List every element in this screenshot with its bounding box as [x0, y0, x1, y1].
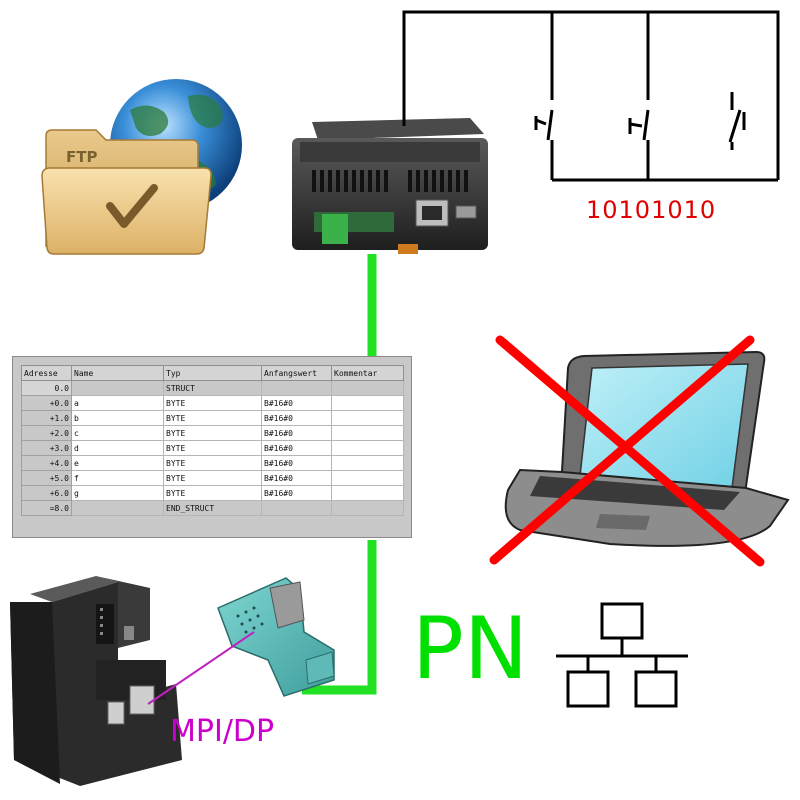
cell-initial-value: B#16#0	[261, 485, 332, 501]
column-header-comment: Kommentar	[331, 365, 404, 381]
cell-initial-value: B#16#0	[261, 440, 332, 456]
cell-comment	[331, 410, 404, 426]
cell-comment	[331, 395, 404, 411]
cell-comment	[331, 500, 404, 516]
cell-address: +6.0	[21, 485, 72, 501]
cell-type: BYTE	[163, 455, 262, 471]
cell-initial-value: B#16#0	[261, 455, 332, 471]
cell-initial-value: B#16#0	[261, 425, 332, 441]
table-row: =8.0 END_STRUCT	[21, 500, 404, 516]
cell-name	[71, 500, 164, 516]
cell-name	[71, 380, 164, 396]
table-row: +0.0 a BYTE B#16#0	[21, 395, 404, 411]
binary-value-label: 10101010	[586, 196, 717, 224]
cell-address: =8.0	[21, 500, 72, 516]
ftp-label: FTP	[66, 148, 97, 166]
cell-name: b	[71, 410, 164, 426]
profibus-connector-icon	[147, 577, 335, 705]
table-row: +2.0 c BYTE B#16#0	[21, 425, 404, 441]
cell-comment	[331, 380, 404, 396]
table-row: +5.0 f BYTE B#16#0	[21, 470, 404, 486]
cell-comment	[331, 440, 404, 456]
data-block-table: Adresse Name Typ Anfangswert Kommentar 0…	[21, 365, 404, 516]
cell-address: +4.0	[21, 455, 72, 471]
cell-type: BYTE	[163, 425, 262, 441]
cell-type: END_STRUCT	[163, 500, 262, 516]
crossed-out-laptop-icon	[489, 335, 790, 567]
cell-type: BYTE	[163, 410, 262, 426]
cell-comment	[331, 485, 404, 501]
cell-name: g	[71, 485, 164, 501]
cell-initial-value: B#16#0	[261, 410, 332, 426]
column-header-type: Typ	[163, 365, 262, 381]
cell-address: +1.0	[21, 410, 72, 426]
cell-type: BYTE	[163, 395, 262, 411]
cell-initial-value: B#16#0	[261, 395, 332, 411]
table-row: +4.0 e BYTE B#16#0	[21, 455, 404, 471]
network-topology-icon	[556, 602, 688, 708]
cell-address: 0.0	[21, 380, 72, 396]
cell-type: BYTE	[163, 485, 262, 501]
table-row: 0.0 STRUCT	[21, 380, 404, 396]
cell-type: BYTE	[163, 470, 262, 486]
cell-address: +0.0	[21, 395, 72, 411]
switch-contacts-icon	[402, 10, 780, 182]
ftp-folder-globe-icon: FTP	[41, 79, 242, 255]
plc-cpu-icon	[10, 576, 182, 786]
cell-name: a	[71, 395, 164, 411]
cell-address: +5.0	[21, 470, 72, 486]
column-header-name: Name	[71, 365, 164, 381]
table-row: +1.0 b BYTE B#16#0	[21, 410, 404, 426]
cell-name: e	[71, 455, 164, 471]
cell-initial-value	[261, 380, 332, 396]
cell-type: BYTE	[163, 440, 262, 456]
cell-address: +3.0	[21, 440, 72, 456]
cell-initial-value: B#16#0	[261, 470, 332, 486]
cell-address: +2.0	[21, 425, 72, 441]
cell-initial-value	[261, 500, 332, 516]
profinet-label: PN	[412, 599, 529, 699]
cell-comment	[331, 455, 404, 471]
table-row: +6.0 g BYTE B#16#0	[21, 485, 404, 501]
mpi-dp-label: MPI/DP	[170, 714, 275, 749]
column-header-initial-value: Anfangswert	[261, 365, 332, 381]
cell-name: d	[71, 440, 164, 456]
data-block-table-window: Adresse Name Typ Anfangswert Kommentar 0…	[12, 356, 412, 538]
table-row: +3.0 d BYTE B#16#0	[21, 440, 404, 456]
cell-type: STRUCT	[163, 380, 262, 396]
network-cable	[302, 254, 377, 695]
cell-name: c	[71, 425, 164, 441]
table-header-row: Adresse Name Typ Anfangswert Kommentar	[21, 365, 404, 381]
cell-comment	[331, 425, 404, 441]
din-rail-gateway-device-icon	[292, 118, 488, 254]
cell-comment	[331, 470, 404, 486]
column-header-address: Adresse	[21, 365, 72, 381]
cell-name: f	[71, 470, 164, 486]
